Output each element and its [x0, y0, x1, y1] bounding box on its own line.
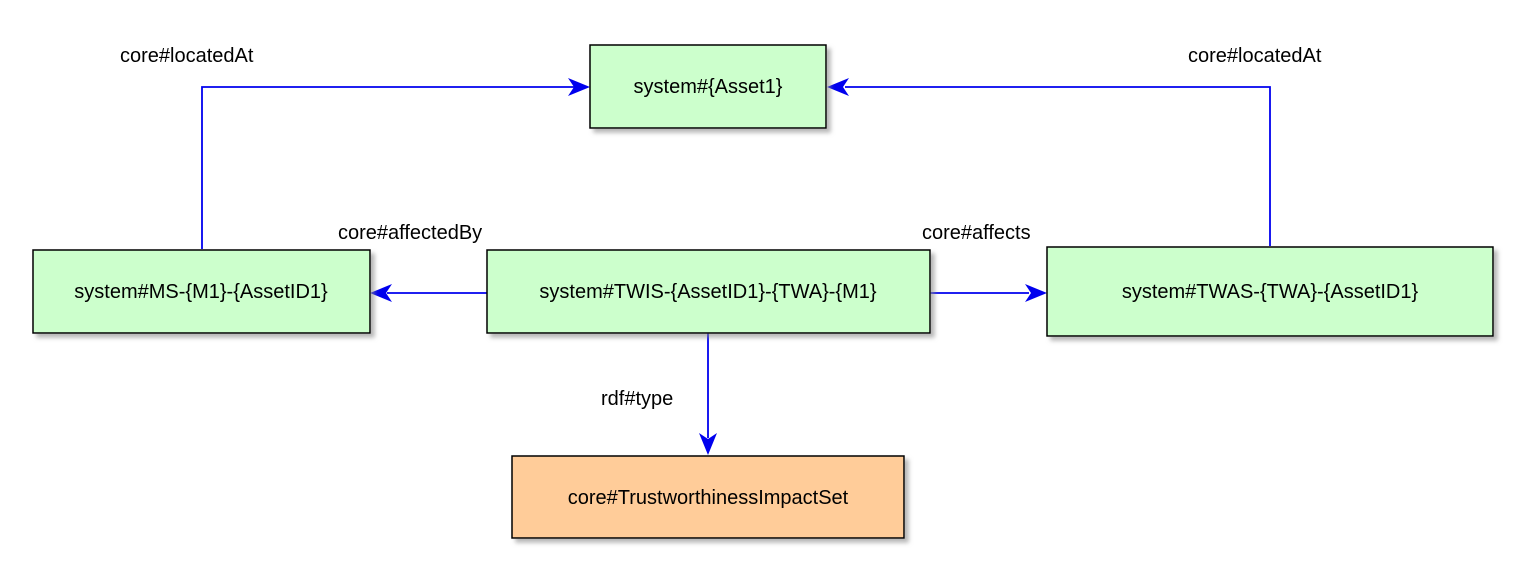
edge-twis-affects: core#affects [922, 222, 1047, 302]
edge-twis-affected-by: core#affectedBy [338, 222, 487, 302]
node-label-twas: system#TWAS-{TWA}-{AssetID1} [1122, 281, 1419, 303]
edge-twis-type: rdf#type [601, 333, 717, 455]
edge-label-twas-located-at: core#locatedAt [1188, 45, 1322, 67]
edge-label-twis-type: rdf#type [601, 388, 673, 410]
nodes: system#{Asset1} system#MS-{M1}-{AssetID1… [32, 44, 1494, 539]
edge-label-ms-located-at: core#locatedAt [120, 45, 254, 67]
node-twas: system#TWAS-{TWA}-{AssetID1} [1046, 246, 1494, 337]
edge-label-twis-affected-by: core#affectedBy [338, 222, 482, 244]
node-twis: system#TWIS-{AssetID1}-{TWA}-{M1} [486, 249, 931, 334]
node-label-tis: core#TrustworthinessImpactSet [568, 487, 849, 509]
node-asset: system#{Asset1} [589, 44, 827, 129]
edge-ms-located-at: core#locatedAt [120, 45, 590, 249]
node-label-asset: system#{Asset1} [634, 76, 783, 98]
edge-label-twis-affects: core#affects [922, 222, 1031, 244]
node-tis: core#TrustworthinessImpactSet [511, 455, 905, 539]
edge-twas-located-at: core#locatedAt [827, 45, 1322, 246]
node-ms: system#MS-{M1}-{AssetID1} [32, 249, 371, 334]
edges: core#locatedAt core#locatedAt core#affec… [120, 45, 1322, 455]
node-label-ms: system#MS-{M1}-{AssetID1} [74, 281, 328, 303]
node-label-twis: system#TWIS-{AssetID1}-{TWA}-{M1} [539, 281, 876, 303]
